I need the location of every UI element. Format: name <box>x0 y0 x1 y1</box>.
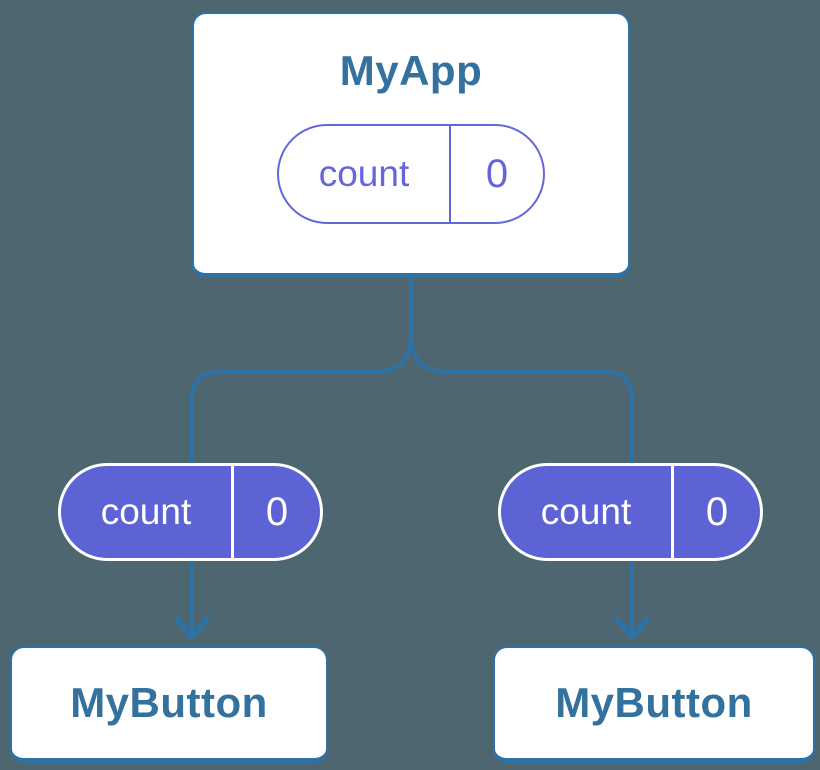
fork-connector <box>190 272 634 464</box>
node-title: MyButton <box>70 679 268 726</box>
arrow-right <box>614 558 650 640</box>
node-myapp: MyApp count 0 <box>192 12 630 278</box>
state-pill-root: count 0 <box>277 124 545 224</box>
node-mybutton-left: MyButton <box>10 646 328 763</box>
prop-pill-left: count 0 <box>58 463 323 561</box>
prop-pill-value: 0 <box>231 466 320 558</box>
node-mybutton-right: MyButton <box>493 646 815 763</box>
arrow-down-icon <box>614 616 650 640</box>
prop-pill-label: count <box>100 491 192 532</box>
arrow-left <box>174 558 210 640</box>
fork-branch-left <box>190 272 413 464</box>
node-title: MyButton <box>555 679 753 726</box>
prop-pill-right: count 0 <box>498 463 763 561</box>
prop-pill-label: count <box>540 491 632 532</box>
fork-branch-right <box>409 272 634 464</box>
state-pill-label: count <box>318 153 410 194</box>
node-title: MyApp <box>339 47 483 94</box>
arrow-down-icon <box>174 616 210 640</box>
prop-pill-value: 0 <box>671 466 760 558</box>
state-pill-value: 0 <box>449 126 543 222</box>
